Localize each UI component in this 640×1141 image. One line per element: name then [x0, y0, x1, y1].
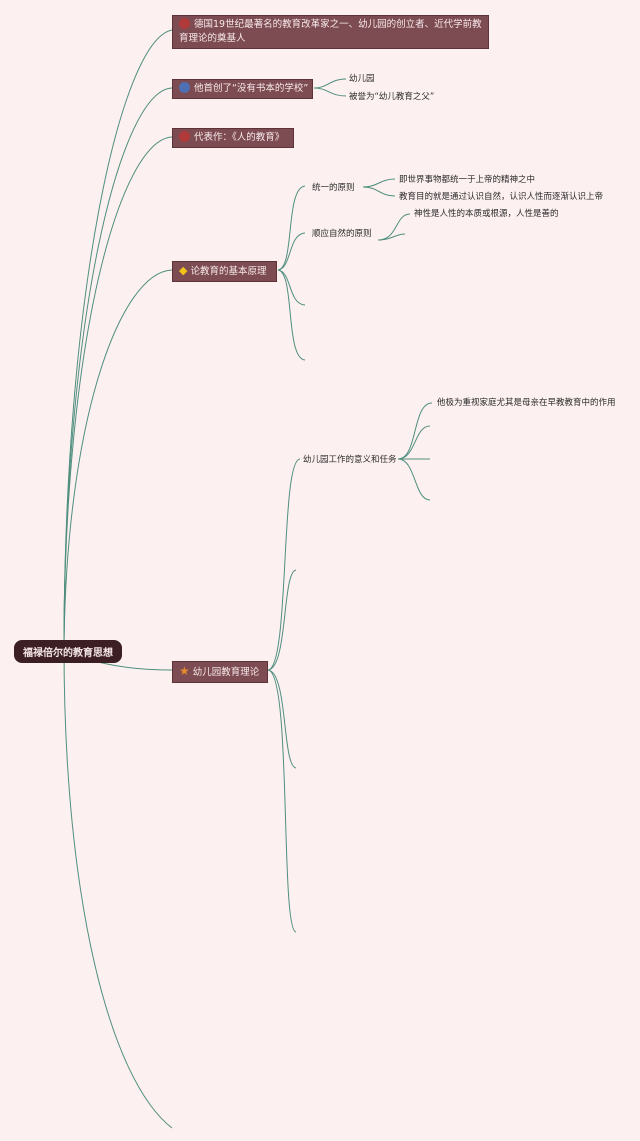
root-node[interactable]: 福禄倍尔的教育思想 — [14, 640, 122, 663]
connector-root-b3 — [63, 136, 173, 649]
connector-b5-stub1 — [267, 569, 297, 671]
branch-kindergarten-theory-label: 幼儿园教育理论 — [192, 667, 260, 678]
blue-circle-icon — [179, 82, 190, 93]
connector-root-b4 — [63, 269, 173, 649]
sub-unity-principle: 统一的原则 — [312, 183, 355, 193]
root-label: 福禄倍尔的教育思想 — [23, 648, 113, 659]
star-icon: ★ — [179, 664, 190, 678]
connector-s1-c2 — [362, 186, 396, 197]
connector-b5-stub2 — [267, 669, 297, 769]
connector-b5s1-c4 — [397, 458, 431, 501]
branch-kindergarten-theory[interactable]: ★幼儿园教育理论 — [172, 661, 268, 683]
gem-icon: ◆ — [179, 264, 188, 277]
leaf-kindergarten: 幼儿园 — [349, 74, 375, 84]
connector-b5-stub3 — [267, 669, 297, 933]
red-circle-icon — [179, 18, 190, 29]
connector-b4-sub2 — [277, 232, 306, 271]
connector-b2-c1 — [313, 78, 347, 89]
branch-founder[interactable]: 德国19世纪最著名的教育改革家之一、幼儿园的创立者、近代学前教育理论的奠基人 — [172, 15, 489, 49]
connector-b2-c2 — [313, 87, 347, 97]
branch-education-principles[interactable]: ◆论教育的基本原理 — [172, 261, 277, 282]
sub-nature-principle: 顺应自然的原则 — [312, 229, 372, 239]
leaf-nature-1: 神性是人性的本质或根源，人性是善的 — [414, 209, 559, 219]
connector-root-b1 — [63, 29, 173, 649]
connector-b5-sub1 — [267, 458, 301, 671]
connector-b5s1-c2 — [397, 425, 431, 460]
connector-b5s1-c1 — [397, 402, 433, 460]
branch-education-principles-label: 论教育的基本原理 — [190, 266, 267, 277]
connector-b4-sub1 — [277, 185, 306, 271]
sub-kindergarten-significance: 幼儿园工作的意义和任务 — [303, 455, 397, 465]
branch-representative-work[interactable]: 代表作：《人的教育》 — [172, 128, 294, 148]
branch-representative-work-label: 代表作：《人的教育》 — [194, 132, 285, 143]
connector-s1-c1 — [362, 178, 396, 188]
leaf-unity-1: 即世界事物都统一于上帝的精神之中 — [399, 175, 536, 185]
connector-b4-stub2 — [277, 269, 306, 361]
branch-kindergarten-origin-label: 他首创了“没有书本的学校” — [194, 83, 309, 94]
leaf-family-role: 他极为重视家庭尤其是母亲在早教教育中的作用 — [437, 398, 616, 408]
red-circle-icon — [179, 131, 190, 142]
branch-kindergarten-origin[interactable]: 他首创了“没有书本的学校” — [172, 79, 313, 99]
leaf-father-of-preschool: 被誉为“幼儿教育之父” — [349, 92, 435, 102]
leaf-unity-2: 教育目的就是通过认识自然，认识人性而逐渐认识上帝 — [399, 192, 604, 202]
connector-root-bottom — [63, 647, 173, 1129]
connector-b4-stub1 — [277, 269, 306, 306]
connector-s2-stub — [377, 233, 406, 241]
branch-founder-label: 德国19世纪最著名的教育改革家之一、幼儿园的创立者、近代学前教育理论的奠基人 — [179, 19, 482, 44]
connector-root-b2 — [63, 87, 173, 649]
